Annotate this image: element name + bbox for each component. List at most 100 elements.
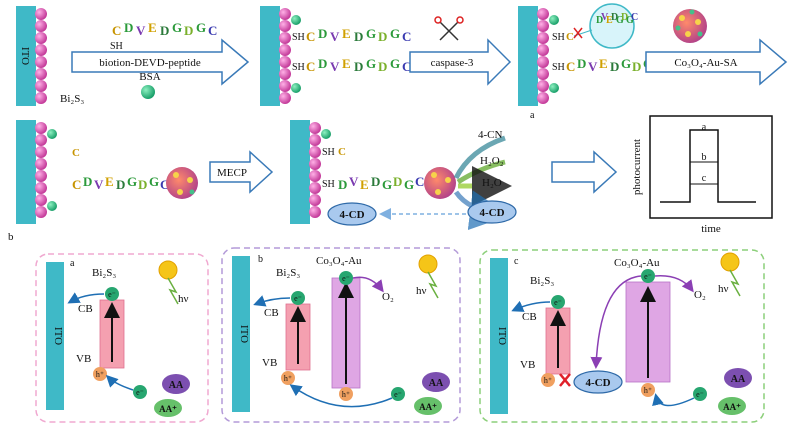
biotion-label: biotion-DEVD-peptide <box>99 57 201 69</box>
bsa-ball <box>141 85 155 99</box>
panel-b-h1-label: h⁺ <box>284 374 292 383</box>
peptide-residue: D <box>378 29 387 44</box>
peptide-residue: G <box>404 177 414 192</box>
panel-b-h2-label: h⁺ <box>342 390 350 399</box>
peptide-residue: D <box>632 59 641 74</box>
panel-b-bi2s3: Bi₂S₃ <box>276 267 300 279</box>
co3o4-au-sa-label: Co₃O₄-Au-SA <box>674 57 737 69</box>
panel-label-a-top: a <box>530 110 535 121</box>
panel-b-o2: O₂ <box>382 291 394 303</box>
peptide-residue: D <box>596 15 603 26</box>
panel-c-aa-electron <box>693 387 707 401</box>
panel-b-aaplus-label: AA⁺ <box>419 402 437 412</box>
panel-b-electron-1 <box>291 291 305 305</box>
chart-label-c: c <box>702 173 707 184</box>
peptide-residue: V <box>330 59 340 74</box>
peptide-residue: G <box>127 174 137 189</box>
peptide-residue: E <box>342 26 351 41</box>
panel-c-e3-label: e⁻ <box>696 390 704 399</box>
caspase-label: caspase-3 <box>431 57 474 69</box>
electrode-3 <box>518 6 559 106</box>
panel-a-ito-label: ITO <box>52 327 64 345</box>
peptide-residue: C <box>402 59 411 74</box>
peptide-residue: E <box>148 20 157 35</box>
peptide-residue: E <box>360 177 369 192</box>
panel-c-letter: c <box>514 256 519 267</box>
panel-c-o2-arrow <box>654 275 694 293</box>
panel-c-hole-arrow <box>652 393 695 407</box>
cd4-label-left: 4-CD <box>339 209 364 221</box>
peptide-residue: G <box>366 56 376 71</box>
panel-c-e2-label: e⁻ <box>644 272 652 281</box>
panel-c-electron-2 <box>641 269 655 283</box>
peptide-residue: G <box>366 26 376 41</box>
cluster-b-icon <box>166 167 198 199</box>
peptide-residue: V <box>330 29 340 44</box>
peptide-residue: D <box>378 59 387 74</box>
peptide-residue: D <box>393 174 402 189</box>
peptide-residue: D <box>138 177 147 192</box>
panel-a-hole <box>93 367 107 381</box>
peptide-residue: D <box>116 177 125 192</box>
peptide-residue: D <box>610 59 619 74</box>
bsa-label: BSA <box>139 71 160 83</box>
sh-label-p3b: SH <box>552 62 565 73</box>
sweep-4cn <box>453 135 506 180</box>
peptide-residue: C <box>160 177 169 192</box>
panel-b-aa <box>422 372 450 392</box>
cn4-label: 4-CN <box>478 129 503 141</box>
peptide-residue: D <box>611 12 618 23</box>
step-arrow-2 <box>409 38 512 86</box>
chart-ylabel: photocurrent <box>631 139 643 195</box>
peptide-residue: E <box>105 174 114 189</box>
panel-c-h2-label: h⁺ <box>644 386 652 395</box>
sh-label-mecp-a: SH <box>322 147 335 158</box>
step-arrow-1 <box>71 38 250 86</box>
chart-frame <box>649 115 773 219</box>
peptide-residue: C <box>112 23 121 38</box>
peptide-residue: C <box>566 59 575 74</box>
panel-b-ito-label: ITO <box>238 325 250 343</box>
co3o4-au-sa-cluster-icon <box>673 9 707 43</box>
panel-c-cd4-label: 4-CD <box>585 377 610 389</box>
panel-b-electron-2 <box>339 271 353 285</box>
panel-a-e2-label: e⁻ <box>136 388 144 397</box>
peptide-residue: D <box>371 174 380 189</box>
panel-c-sun-icon <box>720 252 741 297</box>
panel-c-ito <box>490 258 508 414</box>
peptide-residue: G <box>390 56 400 71</box>
panel-a-hv: hν <box>178 293 189 305</box>
panel-c-hole-2 <box>641 383 655 397</box>
panel-c-transfer-arrow <box>511 300 551 312</box>
peptide-residue: D <box>318 26 327 41</box>
peptide-residue: V <box>94 177 104 192</box>
peptide-residue: V <box>588 59 598 74</box>
panel-c-bi2s3: Bi₂S₃ <box>530 275 554 287</box>
peptide-residue: E <box>342 56 351 71</box>
panel-a-cb: CB <box>78 303 93 315</box>
panel-a-e-label: e⁻ <box>108 290 116 299</box>
panel-c-frame <box>479 249 765 423</box>
panel-b-hv: hν <box>416 285 427 297</box>
peptide-residue: D <box>577 56 586 71</box>
panel-label-b-mid: b <box>8 231 14 243</box>
panel-b-hole-2 <box>339 387 353 401</box>
panel-a-vb: VB <box>76 353 91 365</box>
peptide-residue: C <box>631 12 638 23</box>
electrode-mecp <box>290 120 331 224</box>
peptide-residue: C <box>306 59 315 74</box>
sh-label-top: SH <box>110 41 123 52</box>
peptide-residue: D <box>621 12 628 23</box>
panel-a-sun-icon <box>158 260 179 305</box>
panel-b-vb: VB <box>262 357 277 369</box>
peptide-residue: C <box>415 174 424 189</box>
panel-c-cloud-4cd: 4-CD <box>573 370 623 394</box>
scissors-icon <box>434 16 464 41</box>
panel-c-cb: CB <box>522 311 537 323</box>
panel-b-aa-label: AA <box>429 378 444 389</box>
